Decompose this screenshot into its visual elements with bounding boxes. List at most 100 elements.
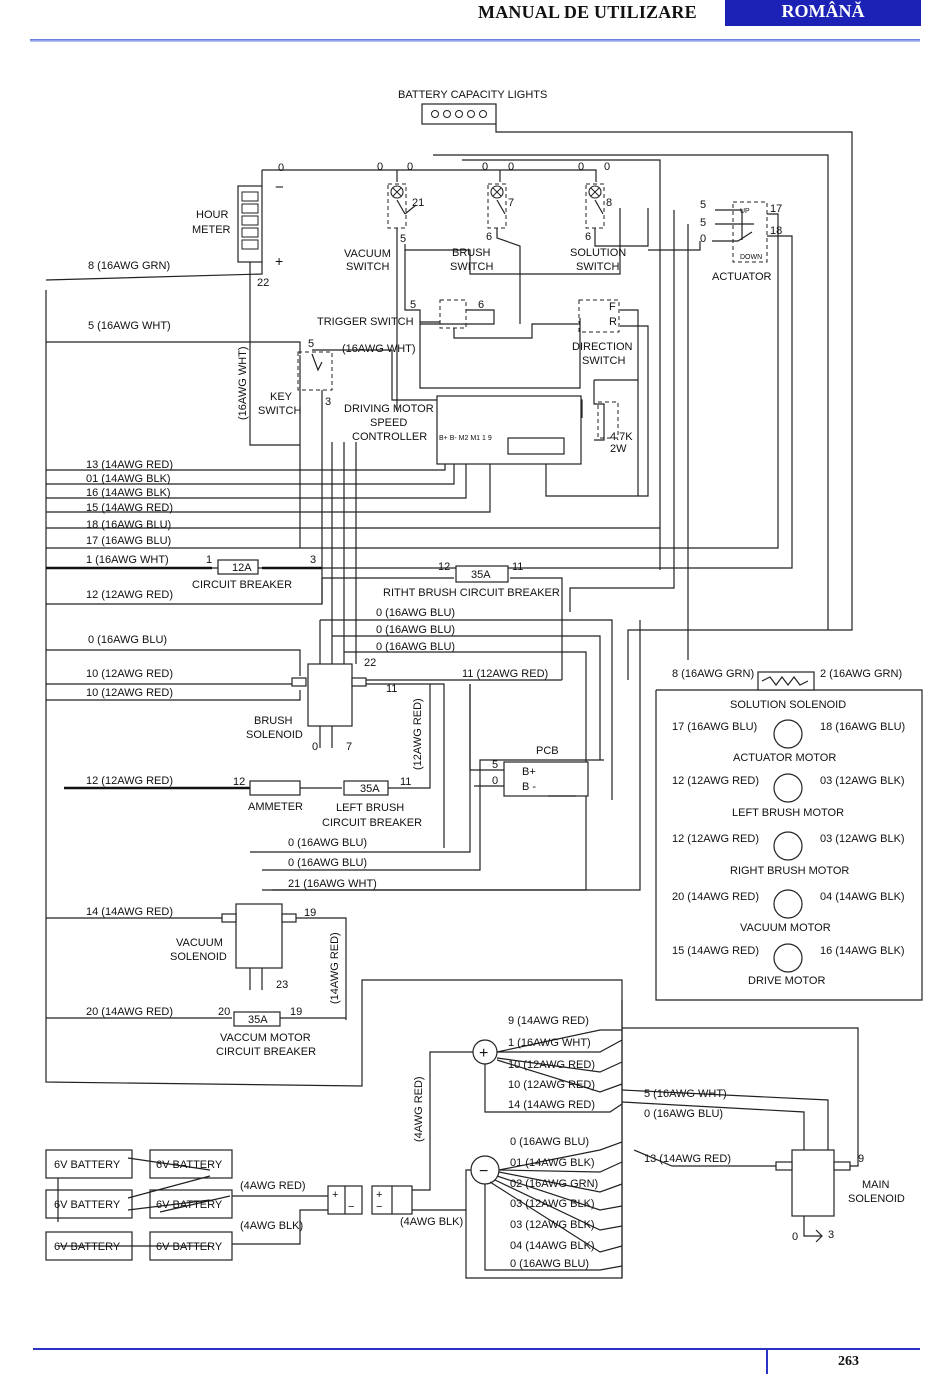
footer-tick <box>766 1350 768 1374</box>
svg-text:15 (14AWG RED): 15 (14AWG RED) <box>86 502 173 514</box>
svg-text:5 (16AWG WHT): 5 (16AWG WHT) <box>88 320 171 332</box>
svg-text:03 (12AWG BLK): 03 (12AWG BLK) <box>820 775 905 787</box>
svg-text:15 (14AWG RED): 15 (14AWG RED) <box>672 945 759 957</box>
svg-text:22: 22 <box>364 657 376 669</box>
vaccum-cb-label-2: CIRCUIT BREAKER <box>216 1046 316 1058</box>
svg-text:1: 1 <box>206 554 212 566</box>
svg-text:3: 3 <box>325 396 331 408</box>
svg-text:35A: 35A <box>248 1014 268 1026</box>
direction-switch-label-1: DIRECTION <box>572 341 633 353</box>
svg-text:17 (16AWG BLU): 17 (16AWG BLU) <box>672 721 757 733</box>
svg-text:18: 18 <box>770 225 782 237</box>
main-solenoid-label-1: MAIN <box>862 1179 890 1191</box>
svg-text:22: 22 <box>257 277 269 289</box>
svg-text:01 (14AWG BLK): 01 (14AWG BLK) <box>86 473 171 485</box>
svg-text:13 (14AWG RED): 13 (14AWG RED) <box>86 459 173 471</box>
svg-text:17: 17 <box>770 203 782 215</box>
svg-text:5: 5 <box>492 759 498 771</box>
svg-text:DOWN: DOWN <box>740 254 762 261</box>
main-solenoid-box <box>791 1149 835 1217</box>
svg-text:0: 0 <box>492 775 498 787</box>
svg-text:0: 0 <box>482 161 488 173</box>
svg-text:13 (14AWG RED): 13 (14AWG RED) <box>644 1153 731 1165</box>
drive-motor-label: DRIVE MOTOR <box>748 975 825 987</box>
svg-text:5: 5 <box>410 299 416 311</box>
svg-text:35A: 35A <box>471 569 491 581</box>
battery-label: 6V BATTERY <box>54 1241 121 1253</box>
svg-text:B+ B- M2 M1 1: B+ B- M2 M1 1 9 <box>439 435 492 442</box>
svg-text:9 (14AWG RED): 9 (14AWG RED) <box>508 1015 589 1027</box>
key-switch-label-2: SWITCH <box>258 405 301 417</box>
svg-text:8 (16AWG GRN): 8 (16AWG GRN) <box>88 260 170 272</box>
vacuum-solenoid-label-1: VACUUM <box>176 937 223 949</box>
svg-text:21: 21 <box>412 197 424 209</box>
svg-text:20 (14AWG RED): 20 (14AWG RED) <box>86 1006 173 1018</box>
svg-text:02 (16AWG GRN): 02 (16AWG GRN) <box>510 1178 598 1190</box>
svg-text:3: 3 <box>310 554 316 566</box>
left-brush-cb-label-1: LEFT BRUSH <box>336 802 404 814</box>
trigger-switch-box <box>439 299 467 329</box>
svg-text:F: F <box>609 301 616 313</box>
svg-text:18 (16AWG BLU): 18 (16AWG BLU) <box>820 721 905 733</box>
actuator-motor-label: ACTUATOR MOTOR <box>733 752 836 764</box>
svg-text:(4AWG BLK): (4AWG BLK) <box>400 1216 463 1228</box>
svg-text:12: 12 <box>438 561 450 573</box>
svg-text:+: + <box>479 1045 488 1062</box>
svg-text:12: 12 <box>233 776 245 788</box>
svg-text:20 (14AWG RED): 20 (14AWG RED) <box>672 891 759 903</box>
svg-text:(16AWG WHT): (16AWG WHT) <box>342 343 416 355</box>
svg-text:19: 19 <box>290 1006 302 1018</box>
svg-text:20: 20 <box>218 1006 230 1018</box>
svg-text:6: 6 <box>585 231 591 243</box>
svg-text:12 (12AWG RED): 12 (12AWG RED) <box>672 775 759 787</box>
svg-text:0: 0 <box>312 741 318 753</box>
actuator-label: ACTUATOR <box>712 271 772 283</box>
svg-text:8: 8 <box>606 197 612 209</box>
battery-label: 6V BATTERY <box>54 1199 121 1211</box>
svg-text:+: + <box>332 1189 338 1201</box>
battery-bank <box>45 1149 233 1261</box>
svg-text:(4AWG BLK): (4AWG BLK) <box>240 1220 303 1232</box>
svg-text:0: 0 <box>508 161 514 173</box>
svg-text:(14AWG RED): (14AWG RED) <box>329 932 341 1004</box>
direction-switch-label-2: SWITCH <box>582 355 625 367</box>
direction-switch-box <box>578 299 620 333</box>
controller-label-2: SPEED <box>370 417 407 429</box>
brush-solenoid-box <box>307 663 353 727</box>
svg-text:01 (14AWG BLK): 01 (14AWG BLK) <box>510 1157 595 1169</box>
svg-text:0 (16AWG BLU): 0 (16AWG BLU) <box>510 1258 589 1270</box>
svg-text:1 (16AWG WHT): 1 (16AWG WHT) <box>508 1037 591 1049</box>
svg-text:7: 7 <box>508 197 514 209</box>
svg-text:03 (12AWG BLK): 03 (12AWG BLK) <box>510 1219 595 1231</box>
svg-text:2W: 2W <box>610 443 627 455</box>
svg-text:UP: UP <box>740 208 750 215</box>
pcb-box <box>503 761 589 797</box>
vacuum-switch-label-2: SWITCH <box>346 261 389 273</box>
svg-text:11: 11 <box>386 683 397 695</box>
svg-text:12A: 12A <box>232 562 252 574</box>
svg-text:(4AWG RED): (4AWG RED) <box>413 1076 425 1142</box>
circuit-breaker-label: CIRCUIT BREAKER <box>192 579 292 591</box>
svg-text:B -: B - <box>522 781 536 793</box>
vaccum-cb-label-1: VACCUM MOTOR <box>220 1032 311 1044</box>
svg-text:10 (12AWG RED): 10 (12AWG RED) <box>86 687 173 699</box>
svg-text:18 (16AWG BLU): 18 (16AWG BLU) <box>86 519 171 531</box>
svg-text:35A: 35A <box>360 783 380 795</box>
hour-meter-label-2: METER <box>192 224 231 236</box>
battery-label: 6V BATTERY <box>156 1199 223 1211</box>
solution-switch-label-1: SOLUTION <box>570 247 626 259</box>
battery-label: 6V BATTERY <box>156 1241 223 1253</box>
controller-label-1: DRIVING MOTOR <box>344 403 434 415</box>
svg-text:0: 0 <box>604 161 610 173</box>
brush-solenoid-label-2: SOLENOID <box>246 729 303 741</box>
svg-text:0: 0 <box>278 162 284 174</box>
svg-text:0: 0 <box>792 1231 798 1243</box>
svg-text:0: 0 <box>578 161 584 173</box>
right-brush-motor-label: RIGHT BRUSH MOTOR <box>730 865 849 877</box>
svg-text:23: 23 <box>276 979 288 991</box>
svg-text:03 (12AWG BLK): 03 (12AWG BLK) <box>510 1198 595 1210</box>
svg-text:1 (16AWG WHT): 1 (16AWG WHT) <box>86 554 169 566</box>
top-wiring <box>45 103 923 1279</box>
battery-label: 6V BATTERY <box>156 1159 223 1171</box>
language-tab: ROMÂNĂ <box>725 0 921 26</box>
